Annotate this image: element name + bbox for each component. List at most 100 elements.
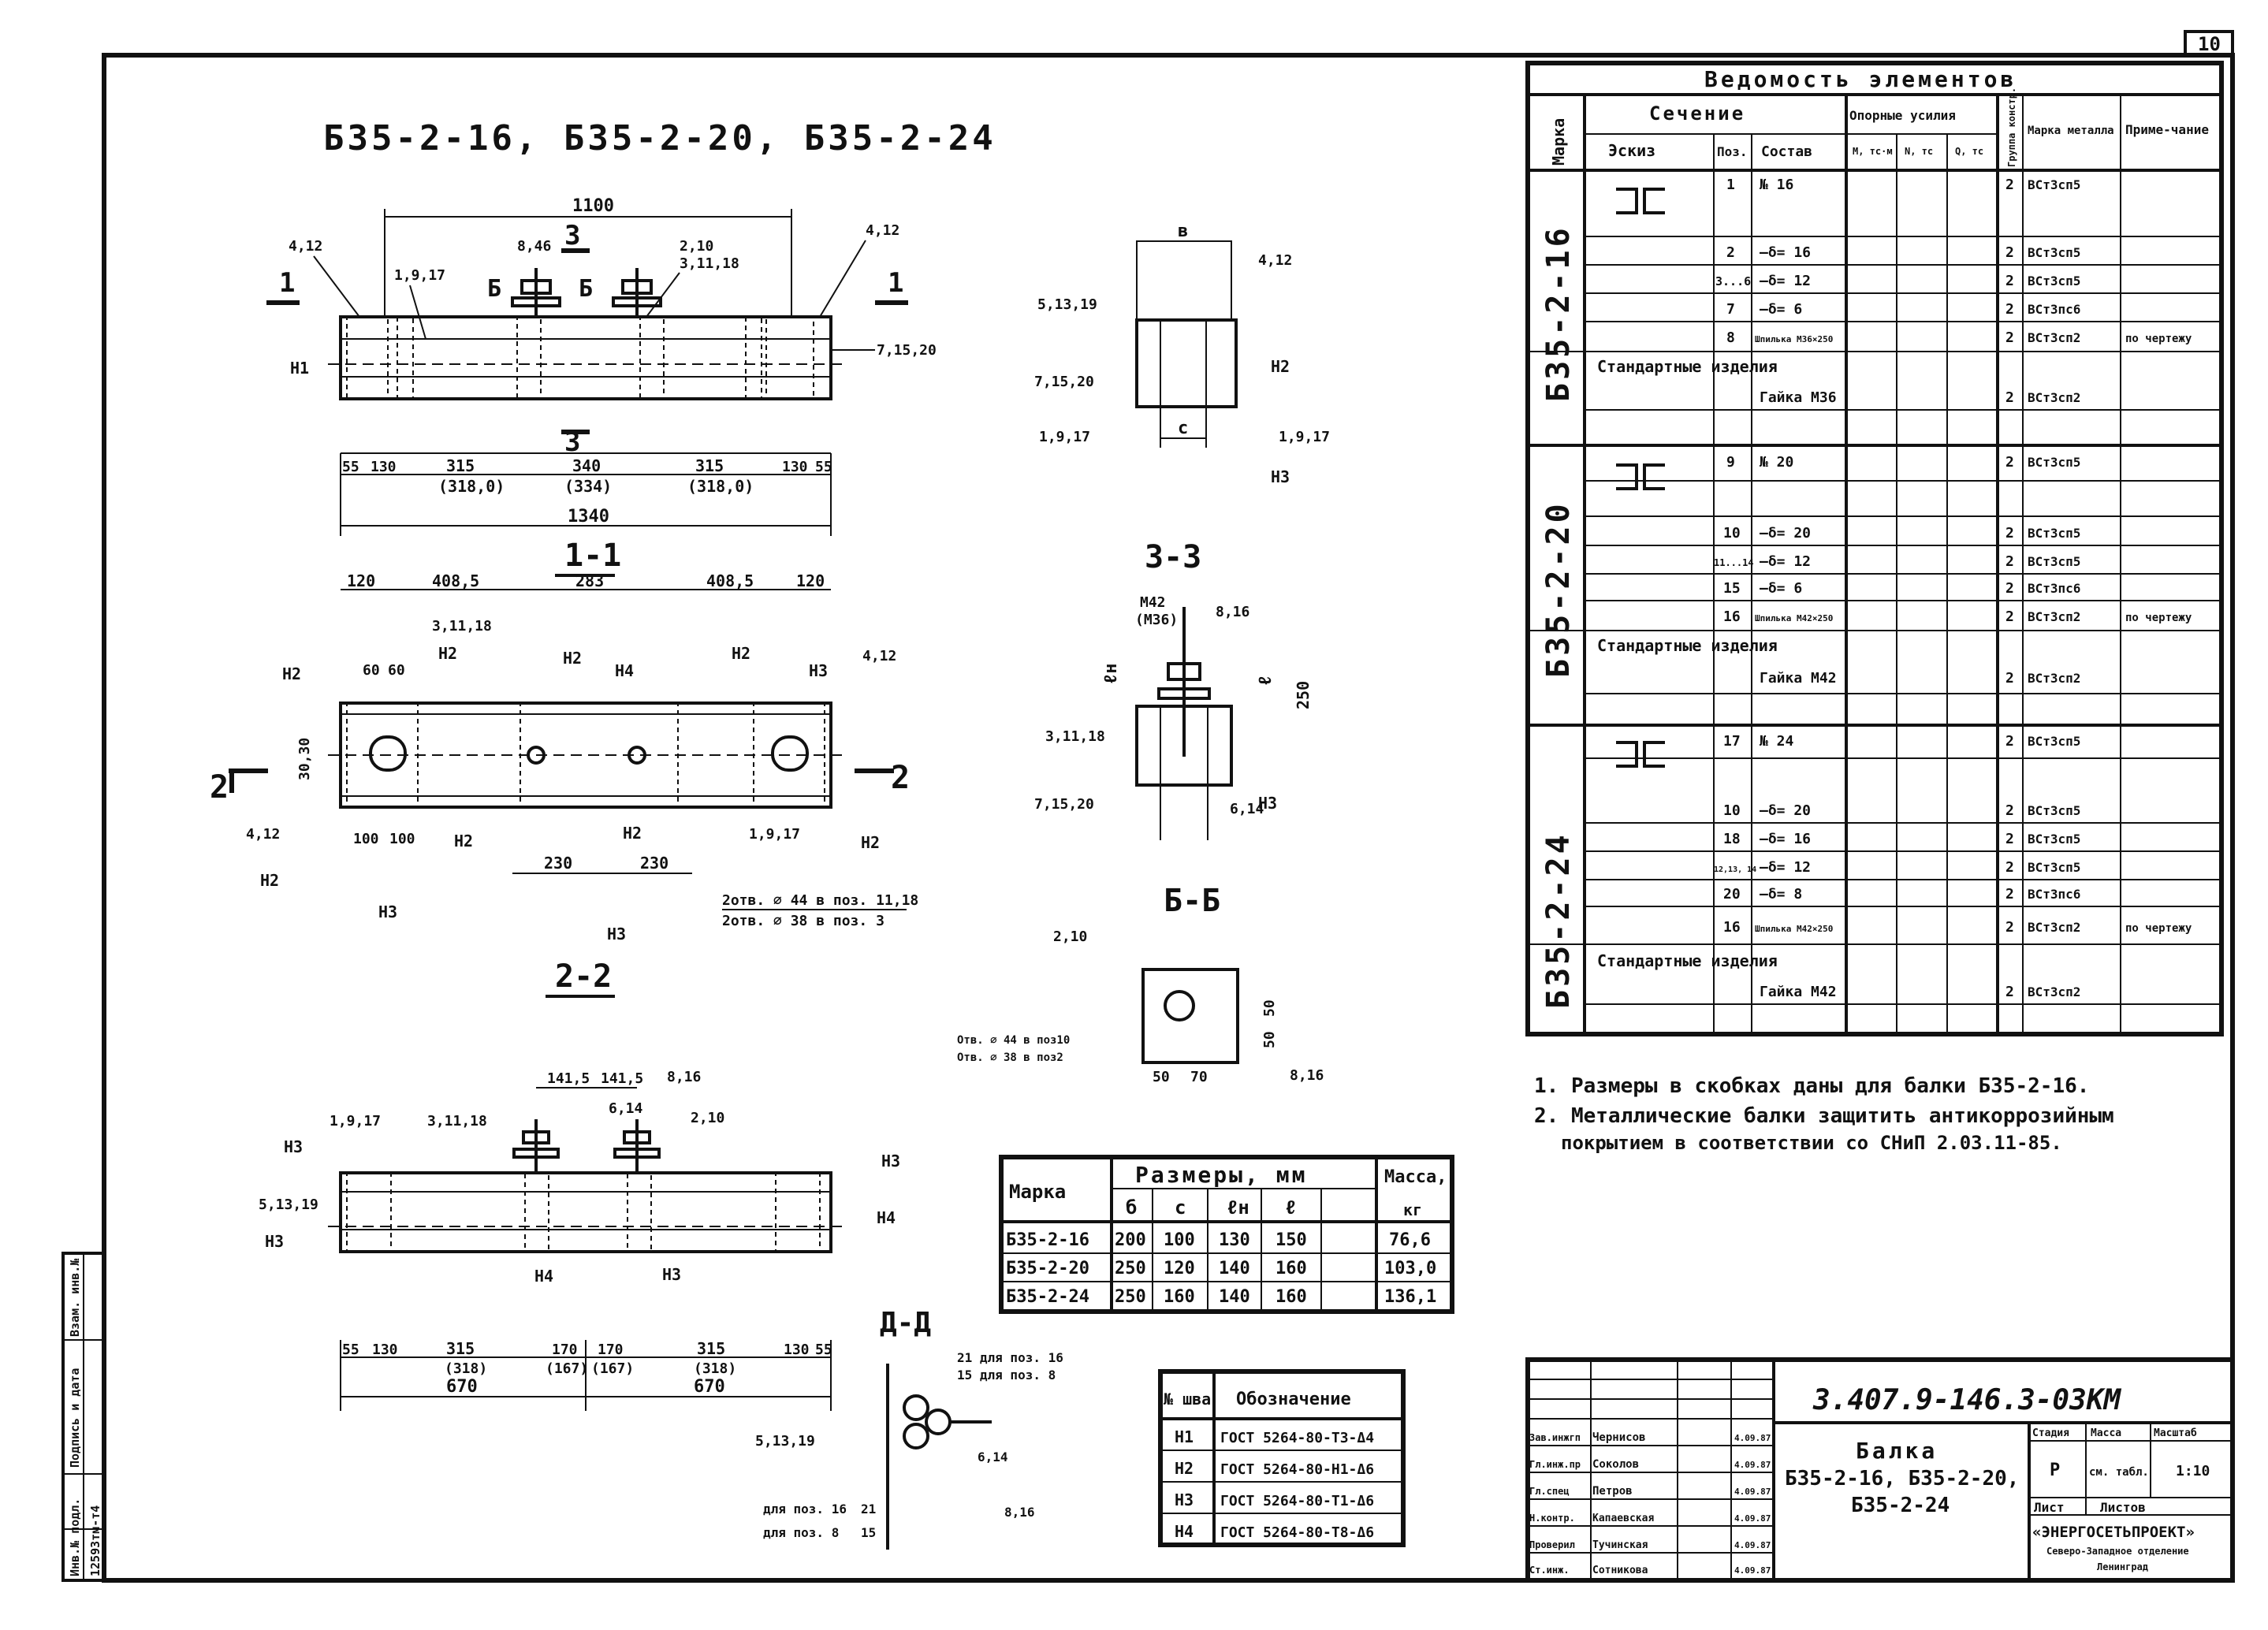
lbl-210: 2,10 — [680, 238, 713, 255]
g3-r0-pos: 17 — [1723, 733, 1741, 750]
cs-c: с — [1178, 419, 1188, 438]
g1-r0-steel: ВСт3сп5 — [2028, 177, 2080, 192]
tb-p1-name: Соколов — [1592, 1458, 1639, 1471]
g3-r1-grp: 2 — [2005, 802, 2014, 819]
tb-p1-date: 4.09.87 — [1734, 1460, 1771, 1470]
dim-130-b: 130 — [782, 459, 808, 475]
tb-p2-role: Гл.спец — [1529, 1486, 1570, 1497]
tb-p3-name: Капаевская — [1592, 1513, 1654, 1524]
dt-c1: с — [1175, 1196, 1186, 1219]
dt-r2-mass: 136,1 — [1384, 1287, 1436, 1307]
mark-1-left: 1 — [279, 267, 295, 299]
dim-100-b: 100 — [389, 831, 415, 847]
lbl-412-a: 4,12 — [289, 238, 322, 255]
g2-r0-comp: № 20 — [1760, 454, 1793, 471]
dim-55-b: 55 — [815, 459, 832, 475]
dt-r0-mark: Б35-2-16 — [1006, 1230, 1089, 1250]
spec-h-m: М, тс·м — [1853, 146, 1893, 157]
dim2-130-b: 130 — [784, 1342, 810, 1358]
dd-3: для поз. 16 — [763, 1502, 847, 1516]
tb-p5-date: 4.09.87 — [1734, 1565, 1771, 1576]
dd-51319: 5,13,19 — [755, 1433, 815, 1450]
g3-r5-comp: Шпилька М42×250 — [1755, 924, 1833, 934]
g3-r5-steel: ВСт3сп2 — [2028, 920, 2080, 935]
dim-315-a: 315 — [446, 456, 475, 475]
s33-816: 8,16 — [1216, 604, 1249, 620]
dd-15: 15 — [861, 1525, 876, 1540]
sheet-number-box — [2184, 30, 2234, 57]
strip-num: 12593тм-т4 — [88, 1505, 102, 1576]
lbl-31148: 3,11,18 — [680, 255, 739, 272]
dim-230-a: 230 — [544, 854, 572, 873]
cs-412: 4,12 — [1258, 252, 1292, 269]
dim2-170-b: 170 — [598, 1342, 624, 1358]
cs-1917-b: 1,9,17 — [1279, 429, 1330, 445]
tb-name2: Б35-2-16, Б35-2-20, — [1785, 1467, 2019, 1490]
tb-h-stage: Стадия — [2032, 1427, 2069, 1439]
tb-p4-name: Тучинская — [1592, 1539, 1648, 1551]
lbl-n2-e: Н2 — [260, 871, 279, 890]
g1-r1-comp: —δ= 16 — [1760, 244, 1811, 261]
dt-r2-lh: 140 — [1219, 1287, 1250, 1307]
lbl2-n3-c: Н3 — [881, 1152, 900, 1170]
bb-holes2: Отв. ⌀ 38 в поз2 — [957, 1051, 1063, 1064]
notes: 1. Размеры в скобках даны для балки Б35-… — [1534, 1074, 2114, 1154]
g3-nut-steel: ВСт3сп2 — [2028, 984, 2080, 999]
dim-334: (334) — [564, 477, 612, 496]
dt-h-dims: Размеры, мм — [1135, 1162, 1307, 1188]
tb-p4-date: 4.09.87 — [1734, 1540, 1771, 1550]
g2-r1-grp: 2 — [2005, 525, 2014, 541]
bb-70: 70 — [1190, 1069, 1208, 1085]
g1-r3-grp: 2 — [2005, 301, 2014, 318]
dim2-318-b: (318) — [694, 1360, 736, 1377]
lbl-n4: Н4 — [615, 661, 634, 680]
g2-r4-note: по чертежу — [2125, 612, 2192, 624]
s33-n3: Н3 — [1258, 794, 1277, 813]
g1-r1-grp: 2 — [2005, 244, 2014, 261]
lbl-1917-b: 1,9,17 — [749, 826, 800, 843]
dim2-55-b: 55 — [815, 1342, 832, 1358]
bb-50-a: 50 — [1261, 999, 1278, 1017]
dt-r1-mark: Б35-2-20 — [1006, 1259, 1089, 1278]
main-title: Б35-2-16, Б35-2-20, Б35-2-24 — [323, 118, 996, 158]
note-2: 2. Металлические балки защитить антикорр… — [1534, 1104, 2114, 1128]
dd-614: 6,14 — [978, 1450, 1008, 1464]
lbl2-1917: 1,9,17 — [330, 1113, 381, 1129]
lbl-n3-a: Н3 — [809, 661, 828, 680]
mark-b-left: Б — [487, 275, 501, 303]
dim2-670-a: 670 — [446, 1377, 478, 1397]
tb-p5-name: Сотникова — [1592, 1565, 1648, 1576]
g2-r4-grp: 2 — [2005, 608, 2014, 625]
tb-name3: Б35-2-24 — [1851, 1494, 1950, 1517]
g3-r1-pos: 10 — [1723, 802, 1741, 819]
dim-340: 340 — [572, 456, 601, 475]
s33-l: ℓ — [1256, 675, 1276, 686]
g3-nut-grp: 2 — [2005, 984, 2014, 1000]
g2-r1-steel: ВСт3сп5 — [2028, 526, 2080, 541]
lbl2-31118: 3,11,18 — [427, 1113, 487, 1129]
g1-r0-comp: № 16 — [1760, 177, 1793, 193]
g1-r4-note: по чертежу — [2125, 333, 2192, 345]
dim-120-a: 120 — [347, 571, 375, 590]
dd-4: для поз. 8 — [763, 1525, 839, 1540]
g2-r2-comp: —δ= 12 — [1760, 553, 1811, 570]
tb-org1: «ЭНЕРГОСЕТЬПРОЕКТ» — [2032, 1524, 2195, 1541]
dt-r2-c: 160 — [1164, 1287, 1195, 1307]
lbl2-816: 8,16 — [667, 1069, 701, 1085]
mark-3-top: 3 — [564, 220, 580, 251]
bb-816: 8,16 — [1290, 1067, 1324, 1084]
g2-r4-comp: Шпилька М42×250 — [1755, 613, 1833, 623]
s33-m36: (М36) — [1135, 612, 1178, 628]
g1-nut-grp: 2 — [2005, 389, 2014, 406]
g2-r1-comp: —δ= 20 — [1760, 525, 1811, 541]
g3-r3-steel: ВСт3сп5 — [2028, 860, 2080, 875]
g1-mark: Б35-2-16 — [1540, 225, 1577, 402]
g3-r5-grp: 2 — [2005, 919, 2014, 936]
cs-n2: Н2 — [1271, 357, 1290, 376]
lbl2-51319: 5,13,19 — [259, 1196, 318, 1213]
tb-mass: см. табл. — [2089, 1466, 2149, 1479]
note-3: покрытием в соответствии со СНиП 2.03.11… — [1561, 1132, 2062, 1154]
g3-r2-steel: ВСт3сп5 — [2028, 832, 2080, 847]
g2-r2-pos: 11...14 — [1714, 557, 1754, 568]
